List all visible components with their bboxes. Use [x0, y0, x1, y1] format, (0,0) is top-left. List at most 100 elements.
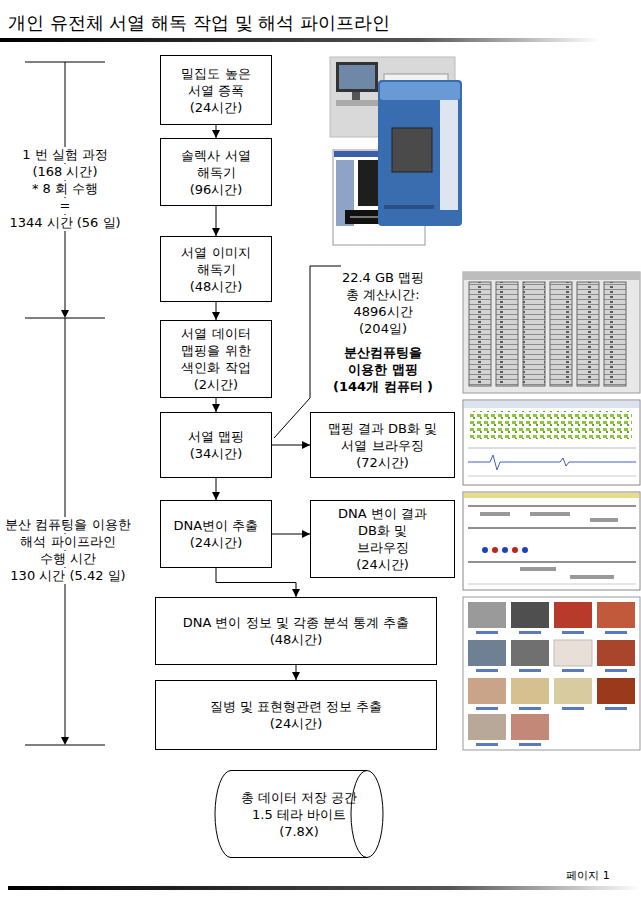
caption-mark	[519, 631, 541, 634]
track-line	[468, 528, 636, 529]
box-text: DNA변이 추출 (24시간)	[167, 517, 265, 551]
browser-window	[463, 492, 640, 590]
note-label: 4896시간	[351, 304, 414, 320]
caption-mark	[476, 669, 498, 672]
rack	[604, 282, 626, 386]
variant-dot	[482, 547, 488, 553]
note-label: 이용한 맵핑	[346, 362, 420, 378]
rack	[577, 282, 599, 386]
genome-browser-screenshot	[463, 400, 640, 485]
thumbnail	[554, 640, 592, 666]
box-text: DNA 변이 정보 및 각종 분석 통계 추출 (48시간)	[176, 614, 416, 648]
server-racks	[463, 272, 640, 393]
caption-mark	[562, 631, 584, 634]
flow-arrow	[296, 665, 297, 680]
box-text: 총 데이터 저장 공간 1.5 테라 바이트 (7.8X)	[235, 789, 363, 840]
track-line	[468, 562, 636, 563]
cylinder-body	[215, 771, 383, 858]
thumbnail	[597, 602, 635, 628]
sequencer-photos	[330, 57, 462, 245]
box-text: 서열 이미지 해독기 (48시간)	[171, 244, 261, 295]
note-label: 분산컴퓨팅을	[342, 345, 424, 361]
box-text: 서열 데이터 맵핑을 위한 색인화 작업 (2시간)	[171, 325, 261, 393]
box-text: 맵핑 결과 DB화 및 서열 브라우징 (72시간)	[325, 420, 440, 471]
page-title: 개인 유전체 서열 해독 작업 및 해석 파이프라인	[8, 12, 390, 34]
flow-arrow	[216, 206, 217, 236]
sequencer-machine	[378, 80, 462, 226]
read-track	[470, 411, 632, 439]
process-box: 질병 및 표현형관련 정보 추출 (24시간)	[155, 680, 437, 750]
process-box: 서열 데이터 맵핑을 위한 색인화 작업 (2시간)	[160, 320, 272, 398]
flow-arrow	[216, 398, 217, 412]
cylinder-end	[351, 771, 367, 858]
process-box: 솔렉사 서열 해독기 (96시간)	[160, 138, 272, 206]
machine-base-line	[384, 205, 434, 209]
thumbnail	[511, 678, 549, 704]
monitor-screen	[339, 65, 375, 89]
machine-door	[392, 128, 432, 172]
rack-photo	[463, 272, 640, 393]
browser-toolbar	[464, 493, 639, 498]
feature-box	[570, 575, 614, 579]
caption-mark	[476, 631, 498, 634]
note-label: 총 계산시간:	[344, 287, 422, 303]
variant-dot	[522, 547, 528, 553]
process-box: 서열 이미지 해독기 (48시간)	[160, 236, 272, 302]
variant-dot	[512, 547, 518, 553]
caption-mark	[519, 743, 541, 746]
rack	[550, 282, 572, 386]
caption-mark	[562, 707, 584, 710]
browser-toolbar	[464, 401, 639, 408]
caption-mark	[605, 707, 627, 710]
box-text: 솔렉사 서열 해독기 (96시간)	[171, 147, 261, 198]
thumbnail	[554, 678, 592, 704]
browser-window	[463, 400, 640, 485]
caption-mark	[605, 669, 627, 672]
timeline	[25, 62, 105, 745]
track-line	[468, 506, 636, 507]
thumbnail	[597, 640, 635, 666]
thumbnail	[468, 602, 506, 628]
flow-arrow	[216, 125, 217, 138]
feature-box	[480, 512, 510, 516]
thumbnail	[468, 678, 506, 704]
variant-browser-screenshot	[463, 492, 640, 590]
machine-top	[380, 82, 460, 100]
note-label: (168 시간)	[30, 164, 99, 180]
page-number: 페이지 1	[564, 868, 612, 884]
caption-mark	[605, 631, 627, 634]
caption-mark	[476, 707, 498, 710]
process-box: 맵핑 결과 DB화 및 서열 브라우징 (72시간)	[310, 412, 455, 478]
caption-mark	[562, 669, 584, 672]
storage-cylinder: 총 데이터 저장 공간 1.5 테라 바이트 (7.8X)	[215, 770, 383, 858]
machine-side	[440, 100, 458, 210]
caption-mark	[519, 669, 541, 672]
note-label: (204일)	[357, 321, 409, 337]
footer-bar	[8, 886, 641, 890]
timeline-arrowhead	[61, 737, 69, 745]
ceiling	[463, 272, 640, 280]
flow-arrow	[216, 302, 217, 320]
monitor	[336, 62, 378, 92]
thumbnail	[468, 640, 506, 666]
coverage-line	[468, 455, 636, 470]
note-label: 22.4 GB 맵핑	[340, 270, 426, 286]
flow-arrow	[216, 568, 296, 597]
box-text: DNA 변이 결과 DB화 및 브라우징 (24시간)	[330, 505, 435, 573]
note-label: 1 번 실험 과정	[20, 147, 110, 163]
rack	[523, 282, 545, 386]
feature-box	[590, 518, 618, 522]
rack	[496, 282, 518, 386]
process-box: DNA 변이 결과 DB화 및 브라우징 (24시간)	[310, 500, 455, 578]
rack	[469, 282, 491, 386]
title-bar	[0, 38, 600, 42]
note-label: 해석 파이프라인	[18, 534, 117, 550]
process-box: DNA 변이 정보 및 각종 분석 통계 추출 (48시간)	[155, 597, 437, 665]
thumbnail	[511, 714, 549, 740]
variant-dot	[502, 547, 508, 553]
flow-arrow	[272, 445, 310, 446]
note-label: 1344 시간 (56 일)	[7, 215, 122, 231]
thumbnail	[597, 678, 635, 704]
axis-line	[468, 476, 636, 477]
